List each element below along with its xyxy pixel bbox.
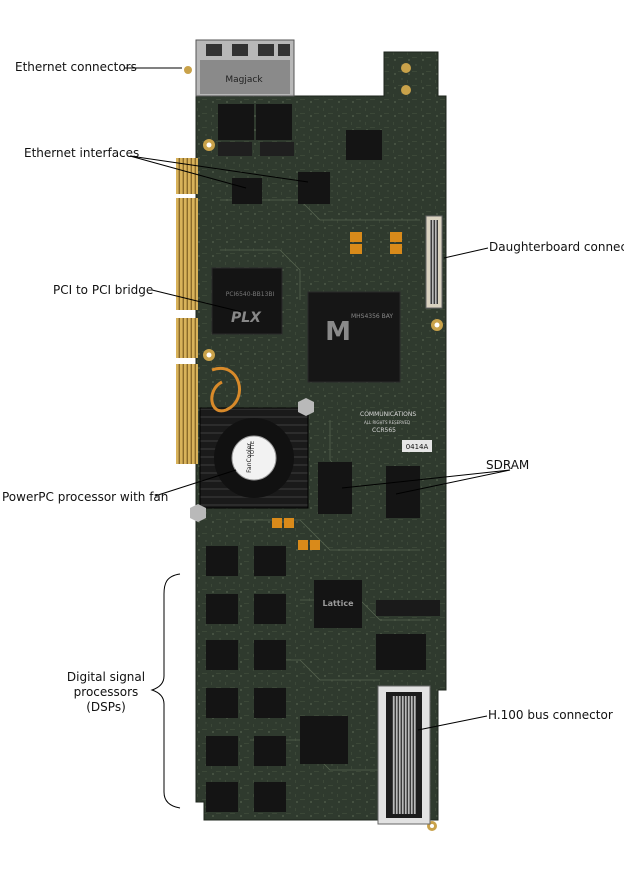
lattice-small-chip <box>346 130 382 160</box>
processor-part-text: MHS4356 BAY <box>351 313 393 320</box>
gold-fingers-upper <box>176 198 198 310</box>
bridge-brand-text: PLX <box>231 310 262 326</box>
board-rev-text: 0414A <box>406 443 429 451</box>
ethernet-connector-jack: Magjack <box>195 39 295 97</box>
rights-silkscreen: ALL RIGHTS RESERVED <box>364 420 410 425</box>
mount-hole-center <box>434 322 440 328</box>
dsp-chip <box>254 640 286 670</box>
processor-brand-text: M <box>325 317 351 347</box>
misc-chip <box>300 716 348 764</box>
sdram-chip <box>386 466 420 518</box>
misc-chip <box>376 634 426 670</box>
mount-hole-center <box>206 142 212 148</box>
ethernet-interface-chip <box>232 178 262 204</box>
callout-line-h100 <box>417 715 488 731</box>
misc-chip <box>410 600 440 616</box>
daughterboard-connector <box>425 215 443 309</box>
pcb-board: Magjack PCI6540-BB13BI <box>176 39 447 831</box>
gold-fingers-lower <box>176 364 198 464</box>
dsp-chip <box>254 736 286 766</box>
tantalum-capacitors <box>272 232 402 550</box>
label-ethernet-connectors: Ethernet connectors <box>15 60 137 74</box>
fan-power-wire <box>210 366 241 413</box>
label-dsps-line3: (DSPs) <box>86 700 126 714</box>
callout-line-ethernet-interface-2 <box>129 155 309 183</box>
mount-hole-center <box>430 824 434 828</box>
gold-fingers-top <box>176 158 198 194</box>
company-silkscreen: COMMUNICATIONS <box>360 411 416 418</box>
dsp-chip <box>254 594 286 624</box>
dsp-chip <box>206 782 238 812</box>
ethernet-magnetics-chip <box>260 142 294 156</box>
callout-line-powerpc <box>154 469 237 497</box>
dsp-chip <box>206 736 238 766</box>
jack-brand-text: Magjack <box>225 75 263 85</box>
dsp-chip-grid <box>206 546 286 812</box>
fan-brand-text: FanCooler <box>246 443 253 473</box>
pci-bridge-chip: PCI6540-BB13BI PLX <box>211 267 283 335</box>
dsp-chip <box>254 546 286 576</box>
dsp-chip <box>206 688 238 718</box>
board-id-silkscreen: CCR565 <box>372 427 396 434</box>
board-rev-sticker <box>402 440 432 452</box>
mount-hole <box>184 66 192 74</box>
powerpc-fan: FanCooler TOTTE <box>199 407 309 509</box>
sdram-chip <box>318 462 352 514</box>
dsp-chip <box>254 782 286 812</box>
label-powerpc: PowerPC processor with fan <box>2 490 169 504</box>
dsp-chip <box>206 640 238 670</box>
callout-line-ethernet-interface-1 <box>129 155 247 189</box>
dsp-brace <box>150 573 181 809</box>
mount-hole <box>401 85 411 95</box>
ethernet-magnetics-chip <box>218 104 254 140</box>
label-dsps-line1: Digital signal <box>66 670 146 684</box>
mount-hole-center <box>206 352 212 358</box>
callout-lines <box>124 67 511 809</box>
label-h100: H.100 bus connector <box>488 708 613 722</box>
gold-fingers-mid <box>176 318 198 358</box>
label-ethernet-interfaces: Ethernet interfaces <box>24 146 140 160</box>
callout-line-sdram-2 <box>395 469 511 495</box>
dsp-chip <box>206 594 238 624</box>
standoff-screw <box>190 504 206 522</box>
ethernet-interface-chip <box>298 172 330 204</box>
dsp-chip <box>206 546 238 576</box>
fan-maker-text: TOTTE <box>250 441 256 458</box>
ethernet-magnetics-chip <box>256 104 292 140</box>
misc-chip <box>376 600 410 616</box>
callout-line-daughterboard <box>443 247 489 259</box>
callout-line-pci-bridge <box>151 289 243 313</box>
label-dsps: Digital signal processors (DSPs) <box>54 670 158 715</box>
callout-line-sdram-1 <box>341 469 511 489</box>
ethernet-magnetics-chip <box>218 142 252 156</box>
h100-bus-connector <box>377 685 431 825</box>
standoff-screw <box>298 398 314 416</box>
label-sdram: SDRAM <box>486 458 530 472</box>
main-processor-chip: M MHS4356 BAY <box>307 291 401 383</box>
bridge-part-text: PCI6540-BB13BI <box>226 291 275 298</box>
label-daughterboard-connector: Daughterboard connector <box>489 240 624 254</box>
label-dsps-line2: processors <box>73 685 139 699</box>
fpga-brand-text: Lattice <box>322 599 354 608</box>
label-pci-bridge: PCI to PCI bridge <box>53 283 154 297</box>
mount-hole <box>401 63 411 73</box>
dsp-chip <box>254 688 286 718</box>
lattice-fpga-chip: Lattice <box>314 580 362 628</box>
